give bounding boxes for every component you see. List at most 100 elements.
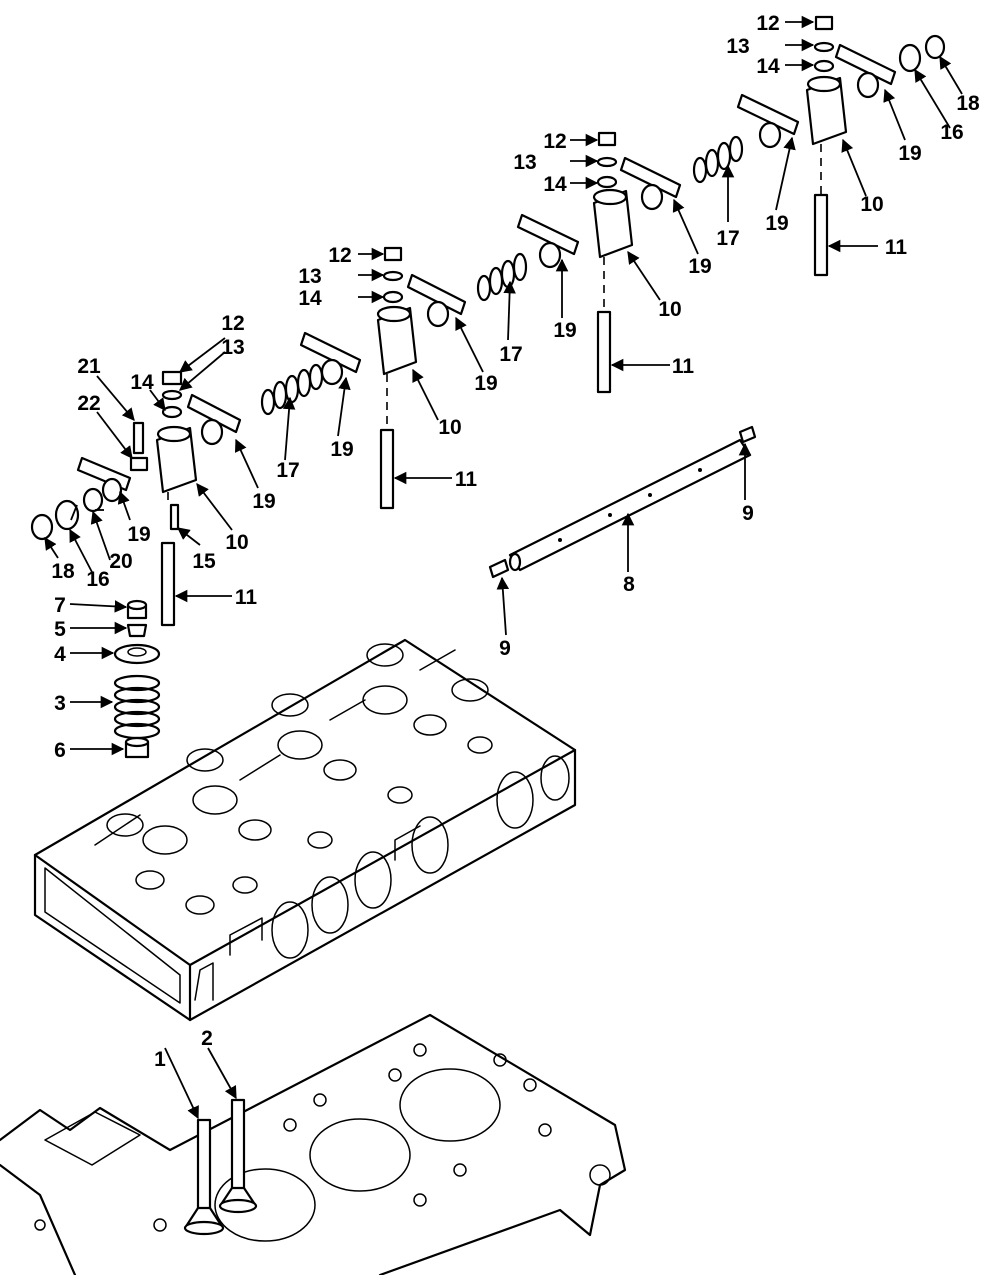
callout-11c: 11 xyxy=(672,355,695,378)
rocker-shaft-8 xyxy=(508,438,752,572)
valve-spring-3 xyxy=(113,674,161,740)
callout-14b: 14 xyxy=(298,287,322,310)
nut-12b xyxy=(383,246,403,262)
washer-13c xyxy=(596,156,618,168)
callout-19h: 19 xyxy=(898,142,921,165)
callout-19c: 19 xyxy=(330,438,353,461)
callout-labels: 1 2 3 4 5 6 7 8 9 9 10 10 10 10 11 11 11… xyxy=(51,12,980,1071)
callout-6: 6 xyxy=(54,739,66,762)
callout-18a: 18 xyxy=(51,560,75,583)
rocker-arm-19g xyxy=(736,93,800,149)
callout-19a: 19 xyxy=(127,523,150,546)
washer-14d xyxy=(813,59,835,73)
valve-2 xyxy=(218,1098,258,1214)
rocker-arm-19d xyxy=(406,273,467,328)
callout-9a: 9 xyxy=(499,637,511,660)
callout-1: 1 xyxy=(154,1048,166,1071)
valve-keepers-5 xyxy=(126,623,148,638)
callout-17c: 17 xyxy=(716,227,739,250)
circlip-18a xyxy=(30,513,54,541)
stud-11b xyxy=(379,428,395,510)
valve-cap-7 xyxy=(126,599,148,620)
rocker-support-10d xyxy=(805,75,848,146)
shaft-plug-9a xyxy=(488,558,510,579)
spacer-20 xyxy=(82,487,104,513)
nut-12d xyxy=(814,15,834,31)
callout-19d: 19 xyxy=(474,372,497,395)
callout-15: 15 xyxy=(192,550,216,573)
callout-14a: 14 xyxy=(130,371,154,394)
callout-17b: 17 xyxy=(499,343,522,366)
callout-18b: 18 xyxy=(956,92,980,115)
nut-12a xyxy=(161,370,183,386)
rocker-spring-17c xyxy=(692,135,744,184)
washer-13d xyxy=(813,41,835,53)
rocker-arm-19h xyxy=(834,43,897,99)
washer-14a xyxy=(161,405,183,419)
callout-19g: 19 xyxy=(765,212,788,235)
callout-8: 8 xyxy=(623,573,635,596)
callout-22: 22 xyxy=(77,392,100,415)
rocker-arm-19c xyxy=(299,331,362,386)
rocker-arm-19f xyxy=(619,156,682,211)
callout-11d: 11 xyxy=(885,236,908,259)
washer-14c xyxy=(596,175,618,189)
callout-13c: 13 xyxy=(513,151,536,174)
dowel-15 xyxy=(169,503,180,531)
rocker-support-10c xyxy=(592,188,634,259)
rocker-support-10b xyxy=(376,305,418,376)
nut-12c xyxy=(597,131,617,147)
callout-16a: 16 xyxy=(86,568,109,591)
rocker-spring-17b xyxy=(476,252,528,302)
callout-13d: 13 xyxy=(726,35,749,58)
stud-11a xyxy=(160,541,176,627)
callout-2: 2 xyxy=(201,1027,213,1050)
callout-10b: 10 xyxy=(438,416,461,439)
cylinder-head xyxy=(33,638,577,1022)
callout-3: 3 xyxy=(54,692,66,715)
callout-19f: 19 xyxy=(688,255,711,278)
callout-10c: 10 xyxy=(658,298,681,321)
rocker-arm-19a xyxy=(186,393,242,446)
valve-1 xyxy=(183,1118,225,1236)
callout-14c: 14 xyxy=(543,173,567,196)
callout-11b: 11 xyxy=(455,468,478,491)
spring-washer-16b xyxy=(898,43,922,73)
callout-13b: 13 xyxy=(298,265,321,288)
callout-20: 20 xyxy=(109,550,132,573)
callout-5: 5 xyxy=(54,618,66,641)
washer-14b xyxy=(382,290,404,304)
stud-11d xyxy=(813,193,829,277)
rocker-support-10a xyxy=(155,425,198,494)
callout-7: 7 xyxy=(54,594,66,617)
callout-13a: 13 xyxy=(221,336,244,359)
nut-22 xyxy=(129,456,149,472)
callout-11a: 11 xyxy=(235,586,258,609)
rocker-spring-17a xyxy=(260,363,324,416)
circlip-18b xyxy=(924,34,946,60)
locating-screw-21 xyxy=(132,421,145,455)
leader-lines xyxy=(44,15,963,1120)
head-gasket xyxy=(0,1013,627,1275)
callout-12d: 12 xyxy=(756,12,779,35)
callout-4: 4 xyxy=(54,643,66,666)
rocker-arm-19b xyxy=(76,456,132,503)
valve-seal-6 xyxy=(124,736,150,759)
callout-12c: 12 xyxy=(543,130,566,153)
shaft-plug-9b xyxy=(738,425,757,444)
callout-10d: 10 xyxy=(860,193,883,216)
callout-12b: 12 xyxy=(328,244,351,267)
stud-11c xyxy=(596,310,612,394)
washer-13a xyxy=(161,389,183,401)
callout-9b: 9 xyxy=(742,502,754,525)
callout-16b: 16 xyxy=(940,121,963,144)
callout-17a: 17 xyxy=(276,459,299,482)
callout-10a: 10 xyxy=(225,531,248,554)
spring-retainer-4 xyxy=(113,643,161,665)
spring-washer-16a xyxy=(54,499,80,531)
washer-13b xyxy=(382,270,404,282)
callout-21: 21 xyxy=(77,355,101,378)
callout-14d: 14 xyxy=(756,55,780,78)
callout-12a: 12 xyxy=(221,312,244,335)
